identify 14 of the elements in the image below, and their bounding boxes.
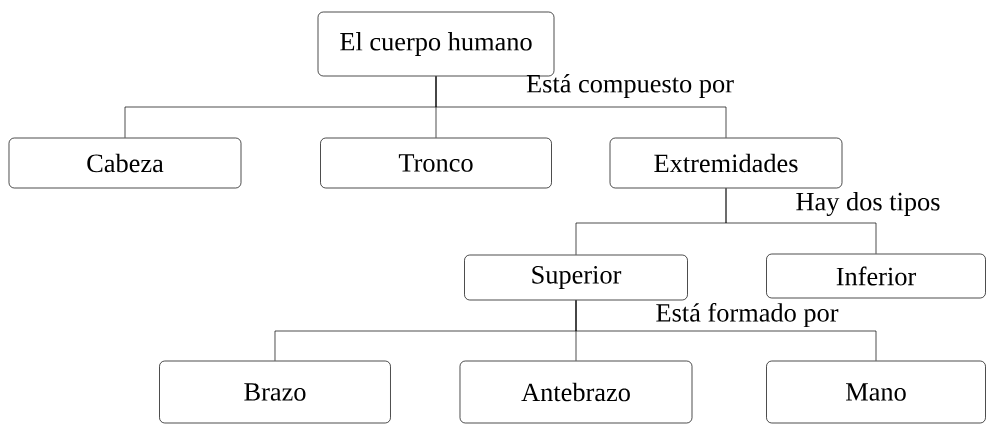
concept-box: Cabeza [8,137,242,189]
connector-line [725,188,877,254]
connector-label: Está formado por [656,302,839,328]
concept-box: Antebrazo [459,360,693,424]
concept-box: Inferior [766,253,986,299]
connector-label: Hay dos tipos [796,192,940,216]
concept-box: Mano [766,360,986,424]
connector-line [435,76,727,138]
concept-box: Tronco [320,137,552,189]
concept-box: Superior [464,254,688,301]
connector-line [575,300,877,361]
concept-box: Brazo [159,360,391,424]
concept-box: Extremidades [609,137,843,189]
connector-label: Está compuesto por [526,74,734,98]
